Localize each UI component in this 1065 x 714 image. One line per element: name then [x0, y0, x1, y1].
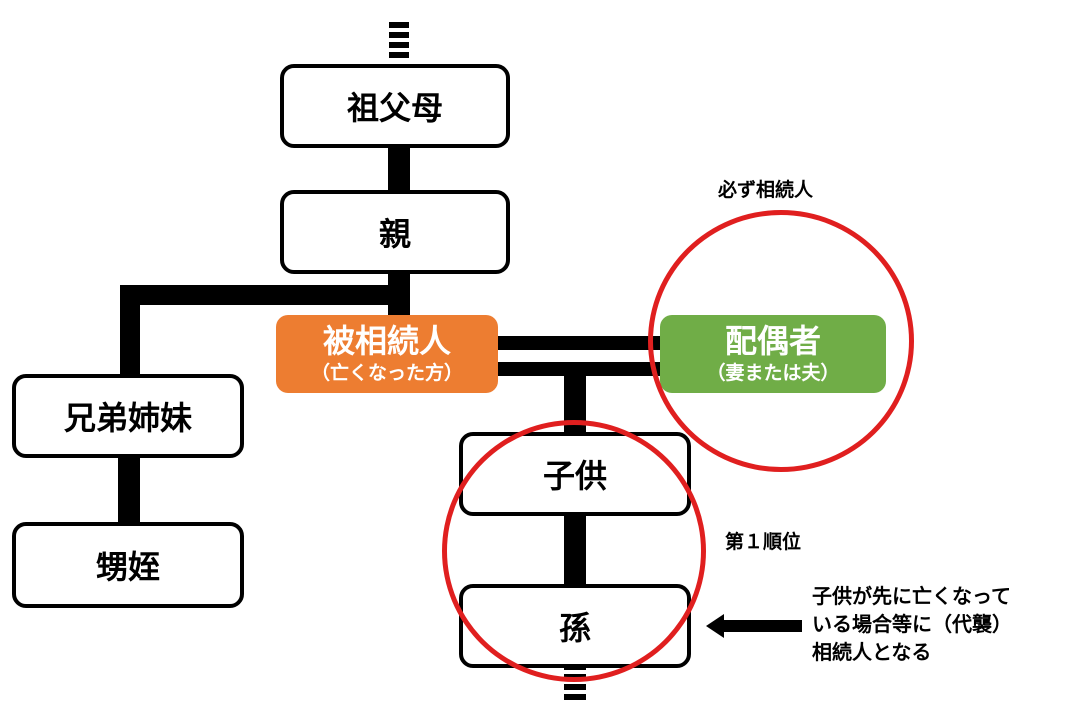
top-continuation-dash-2	[389, 32, 409, 38]
top-continuation-dash-1	[389, 22, 409, 28]
label-always-heir: 必ず相続人	[718, 179, 814, 201]
line-siblings-nephews	[118, 455, 140, 523]
node-parents: 親	[280, 190, 510, 274]
line-parents-branch-horizontal	[120, 285, 410, 305]
node-grandparents: 祖父母	[280, 64, 510, 148]
note-line-2: いる場合等に（代襲）	[812, 612, 1012, 636]
deceased-sub-label: （亡くなった方）	[310, 362, 463, 384]
bottom-continuation-dash-3	[564, 684, 586, 690]
line-marriage-top	[495, 336, 660, 350]
arrow-shaft	[722, 620, 802, 632]
note-line-3: 相続人となる	[812, 640, 932, 664]
substitution-note: 子供が先に亡くなって いる場合等に（代襲） 相続人となる	[812, 582, 1012, 666]
node-deceased: 被相続人 （亡くなった方）	[276, 315, 498, 393]
top-continuation-dash-4	[389, 52, 409, 58]
arrow-left-icon	[706, 614, 724, 638]
line-branch-siblings-vertical	[120, 285, 140, 377]
line-grandparents-parents	[388, 145, 410, 193]
deceased-main-label: 被相続人	[322, 322, 451, 360]
bottom-continuation-dash-4	[564, 694, 586, 700]
spouse-highlight-circle	[648, 210, 914, 472]
note-line-1: 子供が先に亡くなって	[812, 584, 1011, 608]
node-nephews-nieces: 甥姪	[12, 522, 244, 608]
node-siblings: 兄弟姉妹	[12, 374, 244, 458]
label-first-rank: 第１順位	[725, 531, 802, 553]
line-marriage-children	[564, 362, 586, 434]
descendants-highlight-circle	[442, 420, 706, 682]
top-continuation-dash-3	[389, 42, 409, 48]
